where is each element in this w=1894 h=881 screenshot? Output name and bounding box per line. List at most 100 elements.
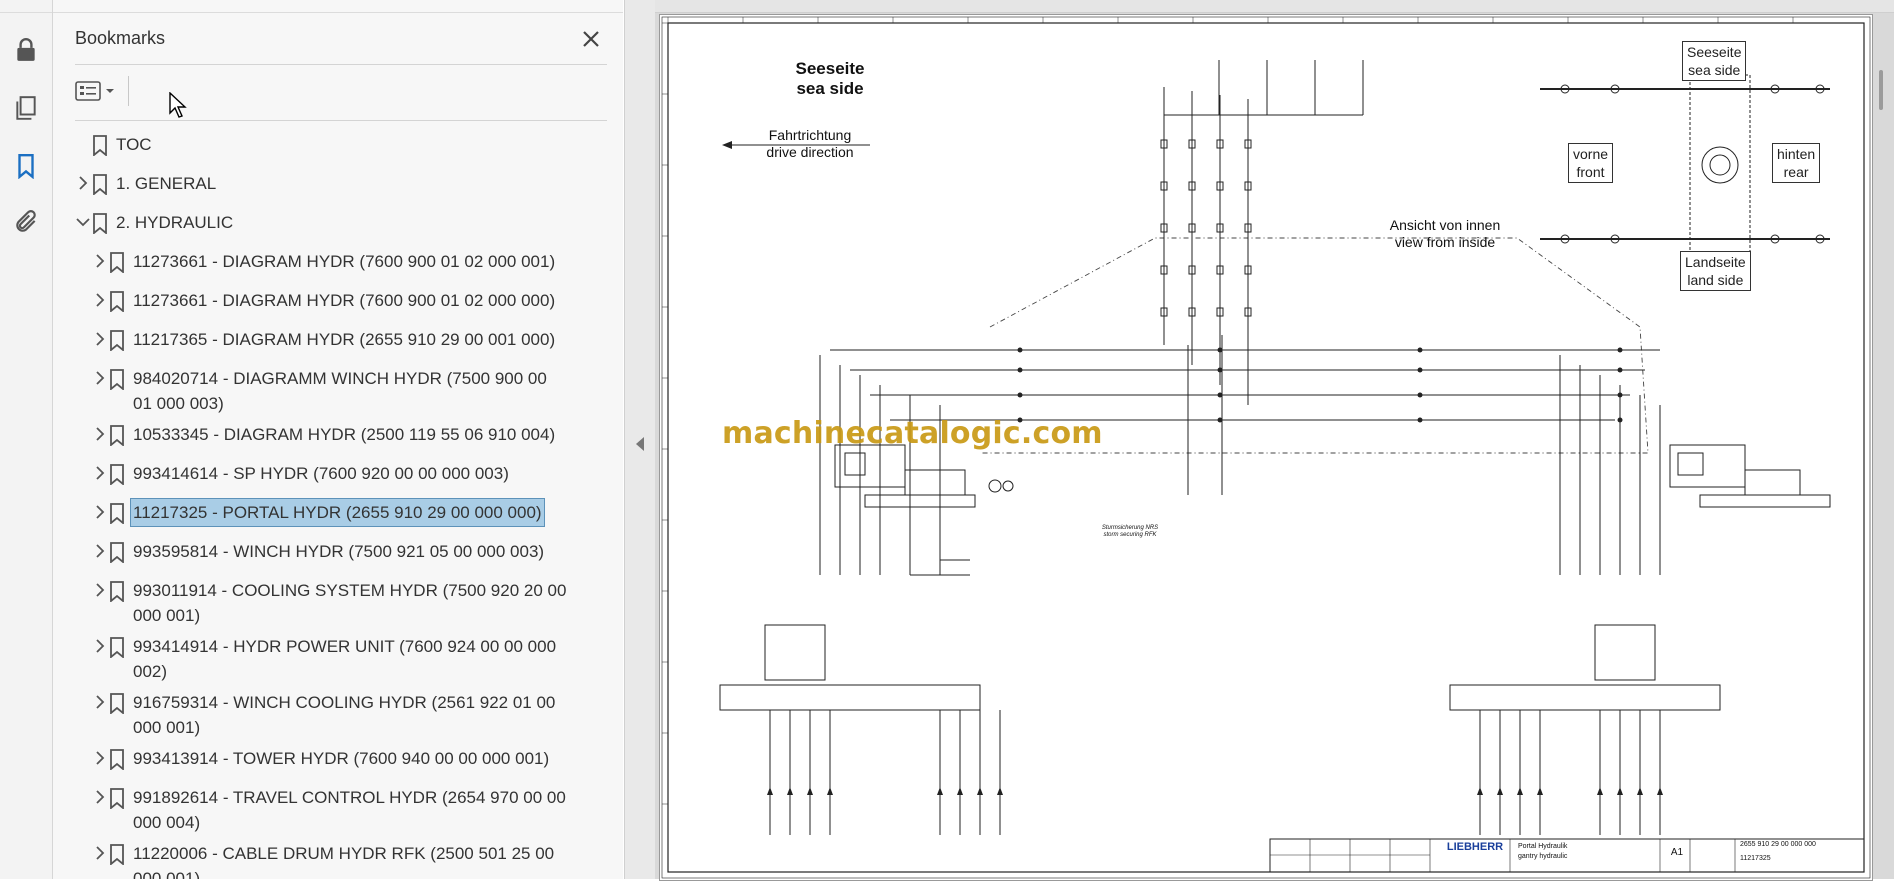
chevron-right-icon[interactable] — [92, 252, 108, 270]
bookmark-label: TOC — [116, 135, 152, 154]
bookmark-icon — [93, 135, 107, 156]
rear-box-de: hinten — [1777, 146, 1816, 162]
inside-view-en-label: view from inside — [1394, 233, 1496, 250]
chevron-right-icon[interactable] — [92, 369, 108, 387]
bookmark-label: 10533345 - DIAGRAM HYDR (2500 119 55 06 … — [133, 425, 556, 444]
bookmark-icon — [110, 788, 124, 809]
chevron-right-icon[interactable] — [92, 503, 108, 521]
bookmark-icon — [110, 542, 124, 563]
bookmark-label: 993413914 - TOWER HYDR (7600 940 00 00 0… — [133, 749, 550, 768]
bookmark-label-continued: 000 004) — [133, 813, 201, 832]
rail-top-border — [0, 0, 52, 13]
bookmark-icon — [110, 369, 124, 390]
watermark-text: machinecatalogic.com — [722, 416, 1103, 451]
landside-box: Landseite land side — [1680, 251, 1751, 291]
chevron-right-icon[interactable] — [92, 464, 108, 482]
title-en: gantry hydraulic — [1518, 853, 1568, 860]
bookmark-label: 11217325 - PORTAL HYDR (2655 910 29 00 0… — [130, 498, 545, 527]
panel-top-border — [53, 0, 623, 13]
bookmark-label: 991892614 - TRAVEL CONTROL HYDR (2654 97… — [133, 788, 566, 807]
bookmark-label: 11217365 - DIAGRAM HYDR (2655 910 29 00 … — [133, 330, 556, 349]
chevron-right-icon[interactable] — [75, 174, 91, 192]
toolbar-divider — [128, 76, 129, 106]
storm-de-label: Sturmsicherung NRS — [1101, 525, 1159, 531]
bookmark-icon — [110, 503, 124, 524]
chevron-right-icon[interactable] — [92, 425, 108, 443]
seaside-en-label: sea side — [796, 79, 864, 99]
bookmark-icon — [110, 637, 124, 658]
sheet-size: A1 — [1670, 847, 1684, 858]
bookmark-label: 11220006 - CABLE DRUM HYDR RFK (2500 501… — [133, 844, 555, 863]
document-viewport[interactable]: Seeseite sea side Fahrtrichtung drive di… — [655, 0, 1894, 881]
drawing-number: 2655 910 29 00 000 000 — [1740, 841, 1816, 848]
page-thumbnails-button[interactable] — [8, 90, 44, 126]
chevron-right-icon[interactable] — [92, 788, 108, 806]
chevron-right-icon[interactable] — [92, 844, 108, 862]
close-panel-button[interactable] — [576, 24, 606, 54]
chevron-right-icon[interactable] — [92, 581, 108, 599]
pages-icon — [16, 96, 36, 120]
front-box-de: vorne — [1573, 146, 1609, 162]
panel-divider — [75, 64, 607, 65]
seaside-box-en: sea side — [1688, 62, 1741, 78]
seaside-box: Seeseite sea side — [1682, 41, 1747, 81]
document-top-border — [655, 0, 1894, 13]
bookmark-label: 984020714 - DIAGRAMM WINCH HYDR (7500 90… — [133, 369, 547, 388]
lock-icon — [17, 38, 35, 61]
bookmarks-button[interactable] — [8, 148, 44, 184]
chevron-down-icon — [106, 89, 114, 93]
direction-de-label: Fahrtrichtung — [768, 127, 852, 143]
chevron-right-icon[interactable] — [92, 330, 108, 348]
rear-box-en: rear — [1783, 164, 1809, 180]
bookmark-label-continued: 000 001) — [133, 869, 201, 879]
bookmark-label-continued: 000 001) — [133, 606, 201, 625]
seaside-de-label: Seeseite — [795, 59, 865, 78]
bookmark-icon — [110, 581, 124, 602]
bookmark-label: 993414914 - HYDR POWER UNIT (7600 924 00… — [133, 637, 557, 656]
brand-logo: LIEBHERR — [1446, 841, 1504, 853]
inside-view-de-label: Ansicht von innen — [1389, 217, 1501, 233]
panel-collapse-handle[interactable] — [624, 0, 656, 879]
document-scrollbar[interactable] — [1879, 70, 1883, 110]
bookmark-options-button[interactable] — [75, 76, 123, 106]
close-icon — [583, 31, 599, 47]
attachments-button[interactable] — [8, 204, 44, 240]
landside-box-de: Landseite — [1685, 254, 1746, 270]
paperclip-icon — [16, 210, 36, 232]
pdf-page: Seeseite sea side Fahrtrichtung drive di… — [659, 14, 1873, 881]
bookmark-label: 993011914 - COOLING SYSTEM HYDR (7500 92… — [133, 581, 567, 600]
bookmark-icon — [93, 213, 107, 234]
bookmark-label: 11273661 - DIAGRAM HYDR (7600 900 01 02 … — [133, 252, 556, 271]
direction-en-label: drive direction — [766, 143, 854, 160]
bookmark-label: 916759314 - WINCH COOLING HYDR (2561 922… — [133, 693, 556, 712]
security-button[interactable] — [8, 32, 44, 68]
chevron-right-icon[interactable] — [92, 749, 108, 767]
bookmark-label-continued: 01 000 003) — [133, 394, 224, 413]
landside-box-en: land side — [1687, 272, 1744, 288]
chevron-right-icon[interactable] — [92, 637, 108, 655]
seaside-box-de: Seeseite — [1687, 44, 1742, 60]
bookmark-icon — [110, 291, 124, 312]
front-box-en: front — [1576, 164, 1605, 180]
bookmark-label-continued: 002) — [133, 662, 168, 681]
bookmark-icon — [110, 330, 124, 351]
bookmark-icon — [110, 844, 124, 865]
chevron-right-icon[interactable] — [92, 542, 108, 560]
drawing-id: 11217325 — [1740, 855, 1771, 862]
bookmark-icon — [93, 174, 107, 195]
chevron-left-icon — [636, 437, 644, 451]
bookmark-icon — [110, 252, 124, 273]
chevron-down-icon[interactable] — [75, 213, 91, 231]
bookmark-label: 11273661 - DIAGRAM HYDR (7600 900 01 02 … — [133, 291, 556, 310]
list-options-icon — [75, 81, 101, 101]
mouse-cursor-icon — [169, 92, 187, 118]
bookmark-icon — [110, 464, 124, 485]
chevron-right-icon[interactable] — [92, 693, 108, 711]
bookmark-icon — [110, 749, 124, 770]
chevron-right-icon[interactable] — [92, 291, 108, 309]
bookmark-label: 2. HYDRAULIC — [116, 213, 234, 232]
title-de: Portal Hydraulik — [1518, 843, 1568, 850]
panel-divider-2 — [75, 120, 607, 121]
storm-en-label: storm securing RFK — [1103, 532, 1157, 539]
